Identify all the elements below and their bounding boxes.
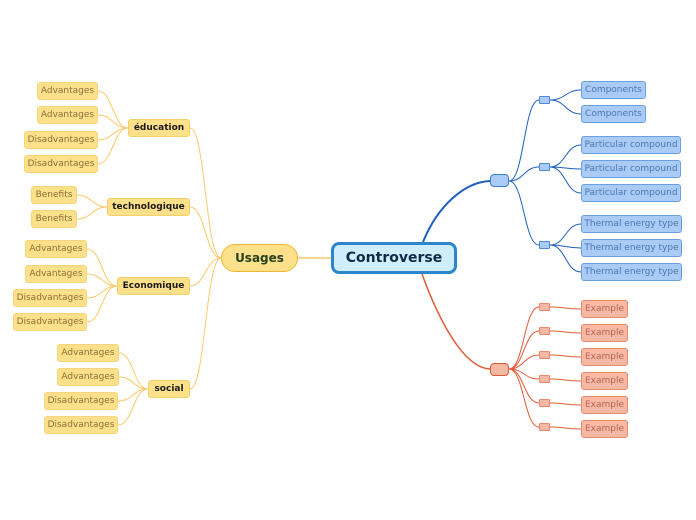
connector-line — [549, 89, 582, 101]
usage-leaf[interactable]: Disadvantages — [44, 392, 118, 410]
blue-leaf[interactable]: Thermal energy type — [581, 239, 682, 257]
blue-subtopic[interactable] — [539, 241, 550, 249]
usage-leaf[interactable]: Advantages — [57, 344, 119, 362]
usage-leaf[interactable]: Advantages — [57, 368, 119, 386]
connector-line — [86, 248, 118, 287]
connector-line — [549, 402, 582, 406]
connector-line — [97, 127, 129, 165]
connector-line — [549, 166, 582, 194]
red-subtopic[interactable] — [539, 303, 550, 311]
connector-line — [189, 257, 222, 287]
connector-line — [421, 273, 491, 370]
red-leaf[interactable]: Example — [581, 372, 628, 390]
connector-line — [97, 90, 129, 129]
blue-branch-hub[interactable] — [490, 174, 509, 187]
connector-line — [508, 99, 540, 182]
usage-leaf[interactable]: Benefits — [31, 210, 77, 228]
central-topic[interactable]: Controverse — [331, 242, 457, 274]
red-leaf[interactable]: Example — [581, 324, 628, 342]
red-leaf[interactable]: Example — [581, 300, 628, 318]
connector-line — [86, 273, 118, 287]
usage-leaf[interactable]: Disadvantages — [24, 155, 98, 173]
red-leaf[interactable]: Example — [581, 420, 628, 438]
connector-line — [508, 330, 540, 370]
connector-line — [189, 257, 222, 390]
usage-category[interactable]: Economique — [117, 277, 190, 295]
blue-leaf[interactable]: Thermal energy type — [581, 215, 682, 233]
usage-leaf[interactable]: Advantages — [37, 82, 98, 100]
connector-line — [118, 352, 149, 390]
connector-line — [86, 285, 118, 323]
connector-line — [76, 206, 108, 220]
connector-line — [549, 223, 582, 246]
usage-category[interactable]: éducation — [128, 119, 190, 137]
connector-line — [508, 354, 540, 370]
red-branch-hub[interactable] — [490, 363, 509, 376]
usage-category[interactable]: social — [148, 380, 190, 398]
blue-leaf[interactable]: Thermal energy type — [581, 263, 682, 281]
usage-category[interactable]: technologique — [107, 198, 190, 216]
red-leaf[interactable]: Example — [581, 396, 628, 414]
usage-leaf[interactable]: Advantages — [37, 106, 98, 124]
red-subtopic[interactable] — [539, 327, 550, 335]
red-leaf[interactable]: Example — [581, 348, 628, 366]
connector-line — [508, 306, 540, 370]
red-subtopic[interactable] — [539, 351, 550, 359]
connector-line — [549, 244, 582, 273]
connector-line — [508, 166, 540, 182]
usage-leaf[interactable]: Disadvantages — [13, 313, 87, 331]
connector-line — [549, 354, 582, 358]
blue-leaf[interactable]: Components — [581, 105, 646, 123]
connector-line — [508, 180, 540, 246]
blue-subtopic[interactable] — [539, 163, 550, 171]
connector-line — [549, 330, 582, 334]
connector-line — [97, 114, 129, 129]
connector-line — [549, 378, 582, 382]
connector-line — [508, 368, 540, 428]
connector-line — [422, 180, 491, 243]
connector-line — [118, 376, 149, 390]
blue-leaf[interactable]: Particular compound — [581, 136, 681, 154]
connector-line — [189, 206, 222, 259]
blue-subtopic[interactable] — [539, 96, 550, 104]
connector-line — [549, 144, 582, 168]
red-subtopic[interactable] — [539, 423, 550, 431]
connector-line — [76, 194, 108, 208]
connector-line — [549, 99, 582, 115]
usage-leaf[interactable]: Advantages — [25, 240, 87, 258]
usage-leaf[interactable]: Disadvantages — [24, 131, 98, 149]
connector-line — [549, 426, 582, 430]
connector-line — [549, 306, 582, 310]
usage-leaf[interactable]: Disadvantages — [44, 416, 118, 434]
blue-leaf[interactable]: Components — [581, 81, 646, 99]
usage-leaf[interactable]: Advantages — [25, 265, 87, 283]
usage-leaf[interactable]: Benefits — [31, 186, 77, 204]
blue-leaf[interactable]: Particular compound — [581, 184, 681, 202]
red-subtopic[interactable] — [539, 375, 550, 383]
connector-line — [189, 127, 222, 259]
usages-topic[interactable]: Usages — [221, 244, 298, 272]
connector-line — [117, 388, 149, 426]
usage-leaf[interactable]: Disadvantages — [13, 289, 87, 307]
blue-leaf[interactable]: Particular compound — [581, 160, 681, 178]
red-subtopic[interactable] — [539, 399, 550, 407]
